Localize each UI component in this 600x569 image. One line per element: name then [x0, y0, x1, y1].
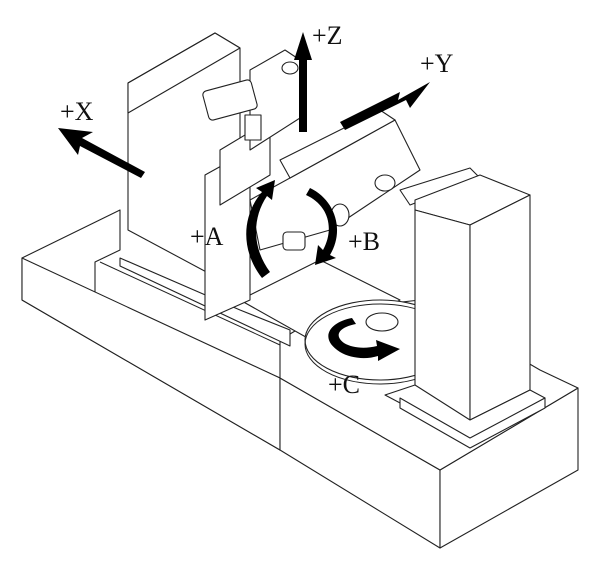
x-axis-arrow: +X [58, 97, 145, 178]
y-axis-arrow: +Y [340, 49, 454, 130]
tailstock-tower [384, 167, 546, 449]
c-axis-label: +C [328, 370, 360, 399]
a-axis-label: +A [190, 222, 224, 251]
a-axis-arrow: +A [190, 180, 275, 278]
c-axis-arrow: +C [328, 318, 400, 399]
y-axis-label: +Y [420, 49, 454, 78]
x-axis-label: +X [60, 97, 94, 126]
b-axis-label: +B [348, 227, 380, 256]
z-axis-arrow: +Z [294, 21, 343, 132]
spindle-carriage [202, 49, 421, 321]
z-axis-label: +Z [312, 21, 343, 50]
b-axis-arrow: +B [306, 188, 380, 265]
